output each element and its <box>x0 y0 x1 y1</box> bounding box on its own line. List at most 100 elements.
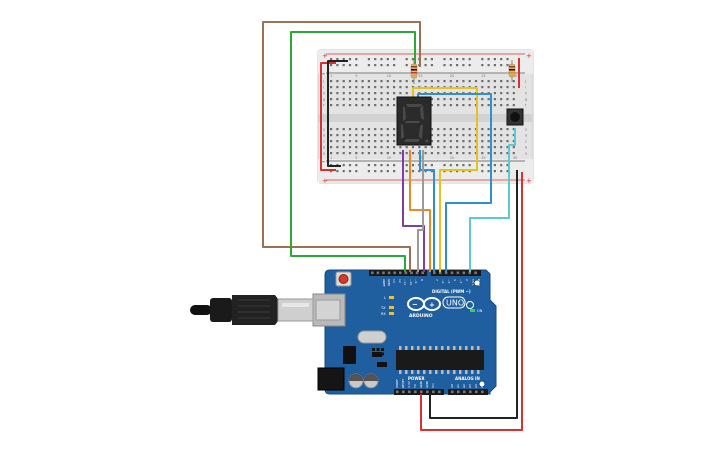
wire-cyan[interactable] <box>469 128 516 272</box>
breadboard-hole <box>374 152 377 155</box>
wire-black-left-rail[interactable] <box>327 60 348 167</box>
resistor-left[interactable] <box>410 60 418 84</box>
breadboard-hole <box>399 86 402 89</box>
capacitor-mark <box>349 374 363 381</box>
rail-hole <box>500 58 503 61</box>
header-pin-hole <box>469 390 472 394</box>
header-pin-hole <box>463 390 466 394</box>
header-pin-hole <box>371 271 374 275</box>
header-pin-hole <box>481 390 484 394</box>
breadboard-hole <box>348 80 352 83</box>
breadboard-hole <box>393 98 396 101</box>
rail-hole <box>367 64 370 67</box>
header-pin-hole <box>444 271 448 275</box>
breadboard-hole <box>348 86 352 89</box>
breadboard-hole <box>380 104 383 107</box>
breadboard-hole <box>361 146 364 149</box>
header-pin-hole <box>433 271 436 275</box>
breadboard-hole <box>506 80 509 83</box>
row-letter: g <box>323 98 325 102</box>
breadboard-hole <box>462 146 465 149</box>
breadboard-hole <box>330 134 333 137</box>
wire-brown[interactable] <box>262 21 421 272</box>
breadboard-hole <box>500 152 503 155</box>
chip-pins <box>399 346 480 374</box>
rx-led-label: RX <box>381 312 386 316</box>
rail-hole <box>336 170 339 173</box>
chip-pin <box>405 346 408 350</box>
wire-yellow-2[interactable] <box>439 169 450 272</box>
rail-hole <box>342 64 345 67</box>
arduino-uno-board[interactable]: − + ARDUINO UNO L TX RX ON DIGITAL (PWM … <box>312 269 497 395</box>
rail-hole <box>374 64 377 67</box>
usb-cable[interactable] <box>190 295 314 325</box>
breadboard-hole <box>348 146 352 149</box>
wire-orange[interactable] <box>409 150 431 272</box>
rail-hole <box>330 64 333 67</box>
rail-hole <box>430 164 433 167</box>
header-pin-hole <box>414 390 417 394</box>
breadboard-hole <box>449 134 452 137</box>
breadboard-hole <box>342 92 345 95</box>
digital-pin-label: 12 <box>398 279 402 283</box>
column-number: 20 <box>450 156 454 160</box>
breadboard-hole <box>361 92 364 95</box>
rail-hole <box>367 164 370 167</box>
rail-hole <box>456 64 459 67</box>
breadboard-hole <box>481 152 484 155</box>
breadboard-hole <box>330 146 333 149</box>
row-letter: c <box>323 140 325 144</box>
wire-gray[interactable] <box>417 150 424 272</box>
column-number: 25 <box>481 156 485 160</box>
wire-black-gnd[interactable] <box>429 170 518 419</box>
header-pin-hole <box>475 390 478 394</box>
breadboard-hole <box>456 140 459 143</box>
wire-blue[interactable] <box>417 93 492 272</box>
power-header <box>394 389 444 395</box>
wire-red-5v[interactable] <box>420 172 523 431</box>
chip-pin <box>417 346 420 350</box>
breadboard-hole <box>367 80 370 83</box>
rail-hole <box>386 170 389 173</box>
wire-yellow[interactable] <box>412 87 478 171</box>
header-pin-hole <box>474 271 477 275</box>
segment-set <box>401 104 424 142</box>
digital-pin-label: 4 <box>453 279 457 281</box>
resistor-right[interactable] <box>508 60 516 82</box>
breadboard-hole <box>411 146 415 149</box>
breadboard-hole <box>361 80 364 83</box>
usb-jack-inner <box>315 299 341 321</box>
breadboard-hole <box>386 80 389 83</box>
push-button[interactable] <box>506 108 524 126</box>
power-pin-label: RESET <box>401 378 405 388</box>
chip-pin <box>405 370 408 374</box>
rail-hole <box>506 164 509 167</box>
breadboard-hole <box>399 80 402 83</box>
reset-button[interactable] <box>338 274 349 284</box>
breadboard-hole <box>449 104 452 107</box>
wires[interactable] <box>262 21 523 431</box>
breadboard-hole <box>449 152 452 155</box>
row-letter: j <box>524 80 526 84</box>
header-pin-hole <box>399 271 402 275</box>
digital-pin-label: 7 <box>435 279 439 281</box>
breadboard-hole <box>393 152 396 155</box>
wire-green[interactable] <box>290 31 416 272</box>
rx-led <box>389 312 394 315</box>
breadboard-hole <box>374 92 377 95</box>
arduino-logo: − + <box>407 297 441 311</box>
wire-blue-2[interactable] <box>419 150 435 272</box>
breadboard-hole <box>430 98 433 101</box>
chip-pin <box>453 346 456 350</box>
seven-segment-display[interactable] <box>396 96 432 146</box>
header-pin-hole <box>376 271 380 275</box>
breadboard-hole <box>424 80 427 83</box>
breadboard-hole <box>405 146 408 149</box>
rail-hole <box>411 58 415 61</box>
wire-purple[interactable] <box>402 150 425 272</box>
header-pin-holes <box>371 271 484 394</box>
rail-hole <box>456 170 459 173</box>
header-pin-hole <box>396 390 399 394</box>
